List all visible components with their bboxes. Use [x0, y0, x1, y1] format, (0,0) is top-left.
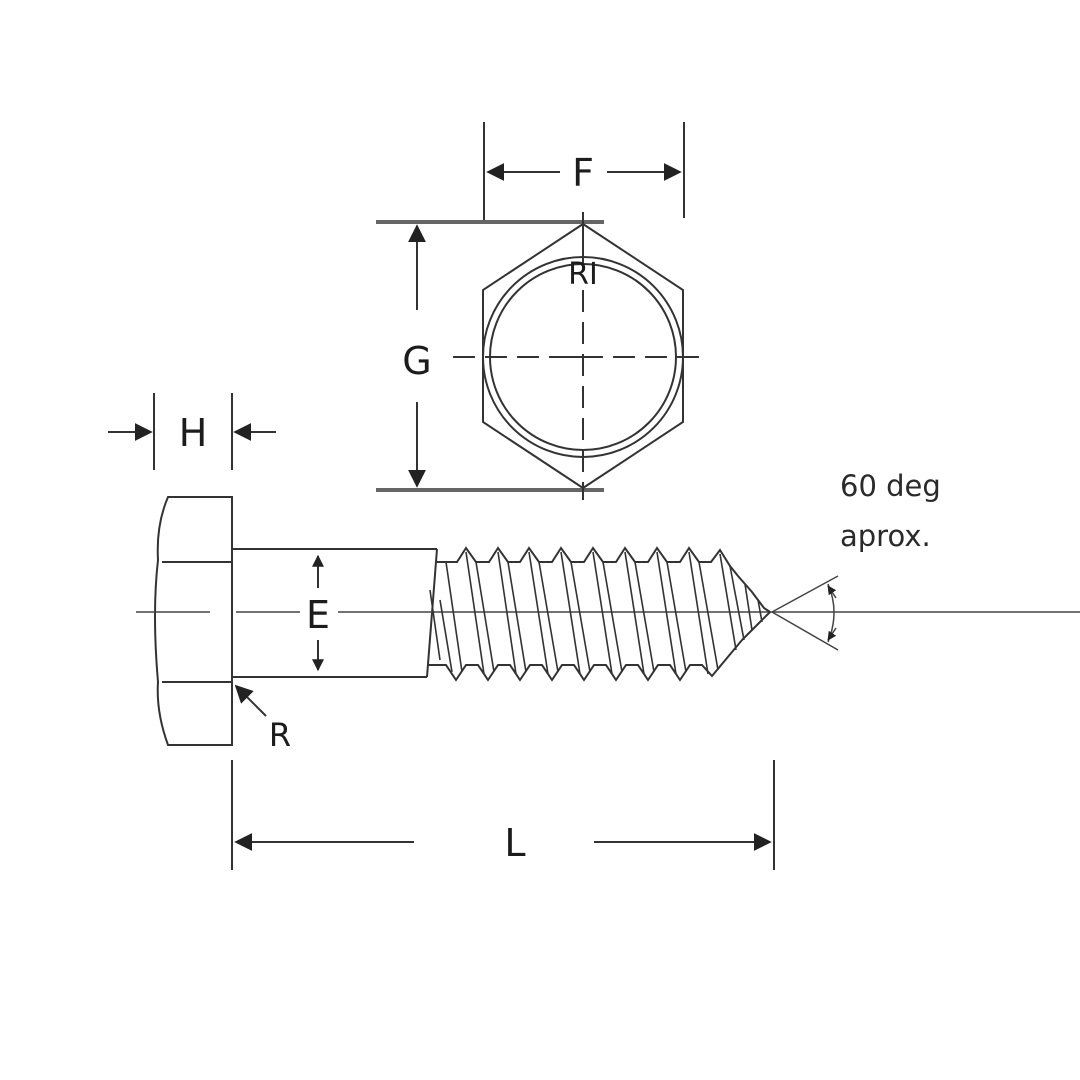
- label-f: F: [572, 151, 594, 195]
- label-r: R: [269, 716, 291, 754]
- angle-note-line1: 60 deg: [840, 469, 941, 503]
- label-g: G: [402, 339, 431, 383]
- screw-side-view: H E R: [108, 393, 1080, 870]
- label-h: H: [179, 411, 208, 455]
- head-marking: RI: [568, 257, 598, 292]
- label-l: L: [504, 821, 525, 865]
- point-angle-indicator: [771, 575, 839, 651]
- thread-section: [427, 546, 771, 682]
- r-arrow: [234, 684, 267, 717]
- hex-head-side: [154, 496, 233, 746]
- angle-note-line2: aprox.: [840, 519, 931, 553]
- head-end-view: F G RI: [376, 122, 703, 500]
- label-e: E: [306, 593, 330, 637]
